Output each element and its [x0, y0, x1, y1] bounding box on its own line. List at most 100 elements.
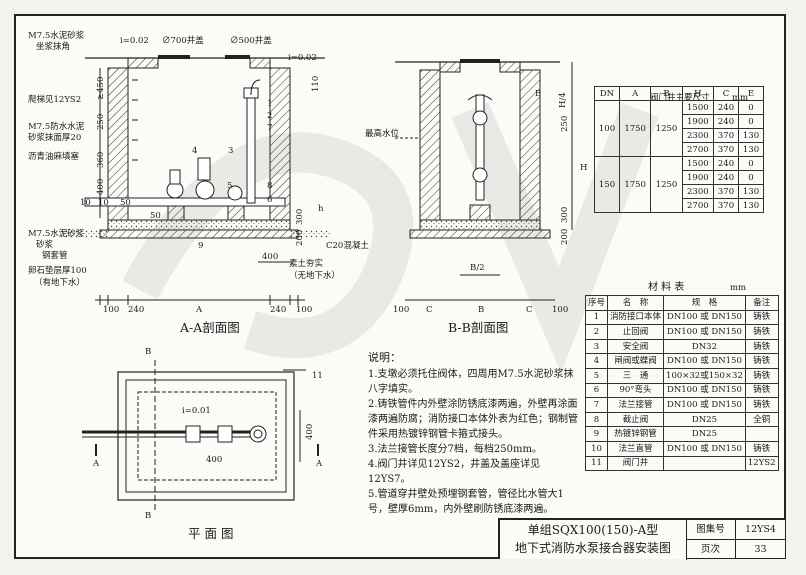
plan-title: 平 面 图: [188, 526, 233, 541]
plan-mark-a-left: A: [92, 459, 100, 469]
dim-450: ≥450: [96, 77, 106, 100]
bb-bottom-C1: C: [426, 305, 433, 315]
callout-1: 1: [267, 99, 272, 109]
atlas-label: 图集号: [686, 520, 736, 540]
note-item-5: 5.管道穿井壁处预埋钢套管，管径比水管大1号，壁厚6mm，内外壁刷防锈底漆两遍。: [368, 489, 564, 515]
table-row: 100 1750 1250 1500 240 0: [594, 100, 764, 157]
bb-dim-250: 250: [560, 116, 570, 132]
dim-110: 110: [311, 76, 321, 92]
note-item-4: 4.阀门井详见12YS2，井盖及盖座详见12YS7。: [368, 459, 541, 485]
label-mortar-seat2: 坐浆抹角: [36, 41, 70, 52]
label-gravel2: （有地下水）: [34, 277, 85, 288]
aa-bottom-A: A: [195, 305, 203, 315]
dim-200: 200: [295, 230, 305, 246]
bb-bottom-B: B: [478, 305, 484, 315]
callout-6: 6: [267, 195, 272, 205]
callout-5: 5: [227, 181, 232, 191]
label-grout1: M7.5水泥砂浆: [28, 228, 85, 239]
page-value: 33: [736, 540, 786, 559]
dimension-table-header: DN A B H C E: [594, 86, 764, 101]
dim-h: h: [318, 204, 324, 214]
material-table-caption: 材 料 表: [648, 280, 684, 293]
plan-dim-400a: 400: [305, 424, 315, 440]
bb-bottom-C2: C: [526, 305, 533, 315]
label-water-level: 最高水位: [365, 128, 400, 139]
label-waterproof2: 砂浆抹面厚20: [28, 132, 81, 143]
plan-callout-11: 11: [312, 371, 323, 381]
table-row: 1900 240 0: [595, 114, 764, 129]
notes-section: 说明： 1.支墩必须托住阀体，四周用M7.5水泥砂浆抹八字填实。 2.铸铁管件内…: [368, 350, 580, 517]
drawing-title-line2: 地下式消防水泵接合器安装图: [514, 541, 671, 555]
section-aa-title: A-A剖面图: [179, 320, 240, 335]
title-block: 单组SQX100(150)-A型 地下式消防水泵接合器安装图 图集号 12YS4…: [498, 518, 786, 560]
aa-bottom-100a: 100: [103, 305, 119, 315]
label-mortar-seat: M7.5水泥砂浆: [28, 30, 85, 41]
label-gravel: 卵石垫层厚100: [28, 265, 87, 276]
table-row: 2700 370 130: [595, 198, 764, 213]
dimension-table: DN A B H C E 100 1750 1250 1500 240 0 19…: [594, 86, 764, 213]
callout-7: 7: [267, 123, 272, 133]
notes-heading: 说明：: [368, 351, 401, 364]
label-casing: 钢套管: [42, 250, 68, 261]
aa-bottom-240a: 240: [128, 305, 144, 315]
dim-400b: 400: [262, 252, 278, 262]
dim-300: 300: [295, 209, 305, 225]
section-aa-labels: M7.5水泥砂浆 坐浆抹角 i=0.02 ∅700井盖 ∅500井盖 i=0.0…: [28, 30, 369, 335]
bb-bottom-100a: 100: [393, 305, 409, 315]
section-bb-drawing: [395, 59, 573, 301]
note-item-3: 3.法兰接管长度分7档，每档250mm。: [368, 444, 542, 455]
bb-bottom-100b: 100: [552, 305, 568, 315]
bb-dim-200: 200: [560, 229, 570, 245]
bb-b2: B/2: [470, 263, 485, 273]
table-row: 150 1750 1250 1500 240 0: [594, 156, 764, 213]
section-bb-title: B-B剖面图: [448, 320, 508, 335]
svg-text:10: 10: [80, 198, 91, 208]
atlas-value: 12YS4: [736, 520, 786, 540]
label-soil: 素土夯实: [289, 258, 323, 269]
material-table-unit: mm: [730, 283, 746, 293]
label-slope2: i=0.02: [288, 53, 317, 63]
plan-mark-b-top: B: [145, 347, 151, 357]
label-ladder: 爬梯见12YS2: [28, 94, 81, 105]
section-aa-drawing: [60, 55, 330, 305]
material-table-header: 序号 名 称 规 格 备注: [584, 295, 779, 311]
plan-labels: i=0.01 400 400 11 B B A A 平 面 图: [92, 347, 323, 541]
dim-250: 250: [96, 114, 106, 130]
dim-400: 400: [96, 179, 106, 195]
label-soil2: （无地下水）: [289, 270, 340, 281]
aa-bottom-240b: 240: [270, 305, 286, 315]
callout-4: 4: [192, 146, 197, 156]
dim-50a: 50: [120, 198, 131, 208]
label-e: E: [535, 89, 541, 99]
plan-dim-400b: 400: [206, 455, 222, 465]
plan-mark-b-bottom: B: [145, 511, 151, 521]
table-row: 1900 240 0: [595, 170, 764, 185]
plan-slope: i=0.01: [182, 406, 211, 416]
section-bb-labels: 最高水位 E H/4 H 250 300 200 B/2 100 C B C 1…: [365, 89, 587, 335]
drawing-title-line1: 单组SQX100(150)-A型: [527, 523, 659, 537]
label-h4: H/4: [558, 92, 568, 108]
callout-2: 2: [267, 111, 272, 121]
label-concrete: C20混凝土: [326, 240, 369, 251]
label-cover700: ∅700井盖: [162, 35, 204, 46]
dim-360: 360: [96, 152, 106, 168]
dim-50b: 50: [150, 211, 161, 221]
bb-dim-300: 300: [560, 207, 570, 223]
plan-drawing: [82, 360, 319, 510]
note-item-2: 2.铸铁管件内外壁涂防锈底漆两遍，外壁再涂面漆两遍防腐；消防接口本体外表为红色；…: [368, 399, 578, 440]
callout-3: 3: [228, 146, 233, 156]
callout-9: 9: [198, 241, 203, 251]
label-cover500: ∅500井盖: [230, 35, 272, 46]
label-h: H: [580, 163, 587, 173]
